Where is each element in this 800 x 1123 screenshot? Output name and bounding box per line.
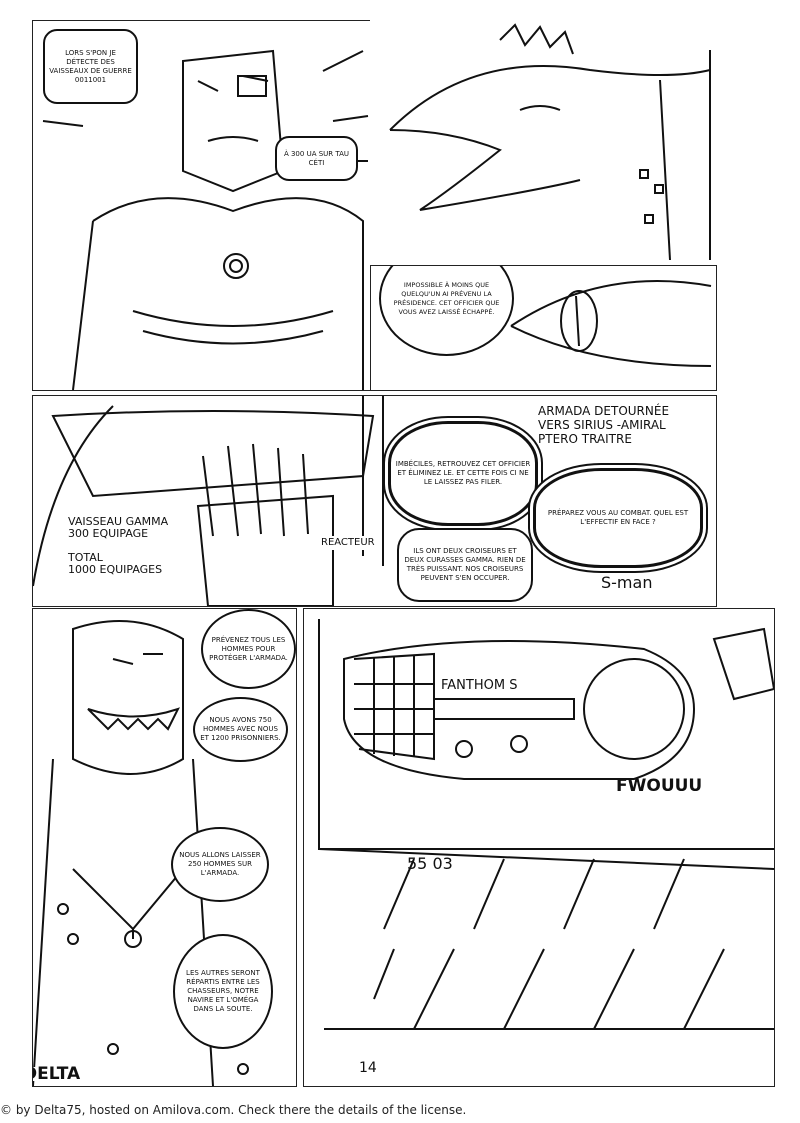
- hull-number: 55 03: [407, 854, 453, 873]
- author-name: DELTA: [33, 1066, 81, 1083]
- reactor-label: REACTEUR: [321, 536, 375, 550]
- screen-text: ARMADA DETOURNÉE VERS SIRIUS -AMIRAL PTE…: [538, 404, 670, 446]
- panel-2: [370, 20, 715, 265]
- panel-6-drawing: [318, 619, 774, 1030]
- speech-bubble: Préparez vous au combat. Quel est l'effe…: [533, 468, 703, 568]
- speech-bubble: Impossible à moins que quelqu'un ai prév…: [379, 266, 514, 356]
- signature: S-man: [601, 573, 653, 592]
- panel-3-drawing: [510, 280, 712, 367]
- panel-4: ARMADA DETOURNÉE VERS SIRIUS -AMIRAL PTE…: [32, 395, 717, 607]
- panel-6: FANTHOM S FWOUUU 55 03 14: [303, 608, 775, 1087]
- copyright-footer: © by Delta75, hosted on Amilova.com. Che…: [0, 1103, 467, 1117]
- speech-bubble: Les autres seront répartis entre les cha…: [173, 934, 273, 1049]
- panel-3: Impossible à moins que quelqu'un ai prév…: [370, 265, 717, 391]
- speech-bubble: Nous avons 750 hommes avec nous et 1200 …: [193, 697, 288, 762]
- speech-bubble: Imbéciles, retrouvez cet officier et éli…: [388, 421, 538, 526]
- speech-bubble: Prévenez tous les hommes pour protéger l…: [201, 609, 296, 689]
- speech-bubble: À 300 UA sur Tau Céti: [275, 136, 358, 181]
- sound-effect: FWOUUU: [616, 776, 703, 796]
- panel-5: Prévenez tous les hommes pour protéger l…: [32, 608, 297, 1087]
- panel-4-drawing: [33, 396, 384, 606]
- panel-1: Lors s'pon je détecte des vaisseaux de g…: [32, 20, 371, 391]
- page-number: 14: [359, 1060, 377, 1076]
- ship-name: FANTHOM S: [441, 678, 518, 693]
- ship-stats-text: VAISSEAU GAMMA 300 EQUIPAGE TOTAL 1000 E…: [68, 515, 169, 576]
- speech-bubble: Lors s'pon je détecte des vaisseaux de g…: [43, 29, 138, 104]
- speech-bubble: Ils ont deux croiseurs et deux curasses …: [397, 528, 533, 602]
- speech-bubble: Nous allons laisser 250 hommes sur l'arm…: [171, 827, 269, 902]
- panel-2-drawing: [389, 23, 711, 261]
